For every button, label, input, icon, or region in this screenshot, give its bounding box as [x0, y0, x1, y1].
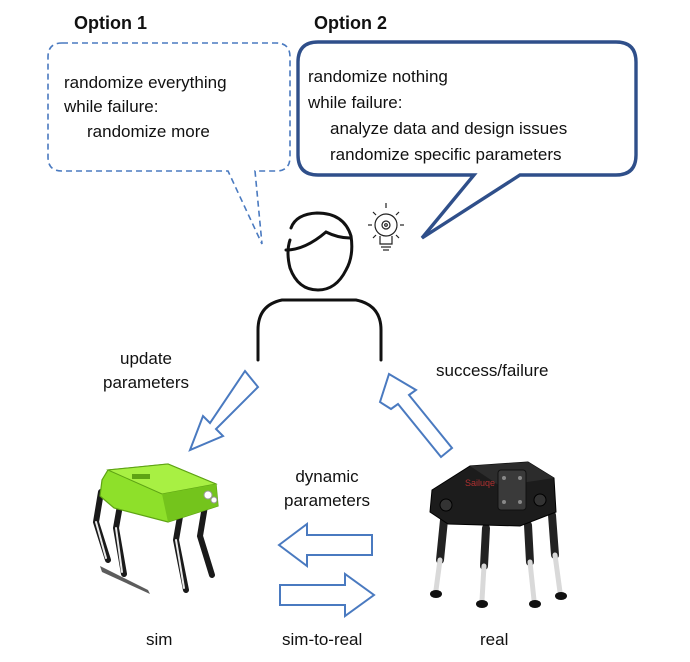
option1-line-1: randomize everything [64, 73, 227, 92]
option2-line-2: while failure: [308, 93, 403, 112]
real-label: real [480, 630, 509, 649]
sim-label: sim [146, 630, 173, 649]
dynamic-parameters-label-2: parameters [284, 491, 370, 510]
sim-to-real-arrow [279, 572, 376, 618]
option2-line-4: randomize specific parameters [330, 145, 562, 164]
success-failure-label: success/failure [436, 361, 549, 380]
option1-line-3: randomize more [87, 122, 210, 141]
option1-line-2: while failure: [64, 97, 159, 116]
option2-title: Option 2 [314, 13, 387, 33]
robot-brand-label: Sailuqe [465, 478, 496, 488]
option2-bubble [296, 40, 638, 240]
lightbulb-gear-icon [368, 203, 404, 251]
option2-line-1: randomize nothing [308, 67, 448, 86]
success-failure-arrow [378, 372, 454, 459]
sim-robot-icon [92, 463, 219, 594]
option1-title: Option 1 [74, 13, 147, 33]
update-parameters-label-1: update [120, 349, 172, 368]
option2-line-3: analyze data and design issues [330, 119, 568, 138]
dynamic-parameters-label-1: dynamic [295, 467, 359, 486]
real-robot-icon [429, 461, 567, 608]
update-parameters-arrow [188, 369, 260, 452]
update-parameters-label-2: parameters [103, 373, 189, 392]
dynamic-parameters-arrow [277, 522, 373, 568]
sim-to-real-label: sim-to-real [282, 630, 363, 649]
person-icon [256, 211, 383, 362]
